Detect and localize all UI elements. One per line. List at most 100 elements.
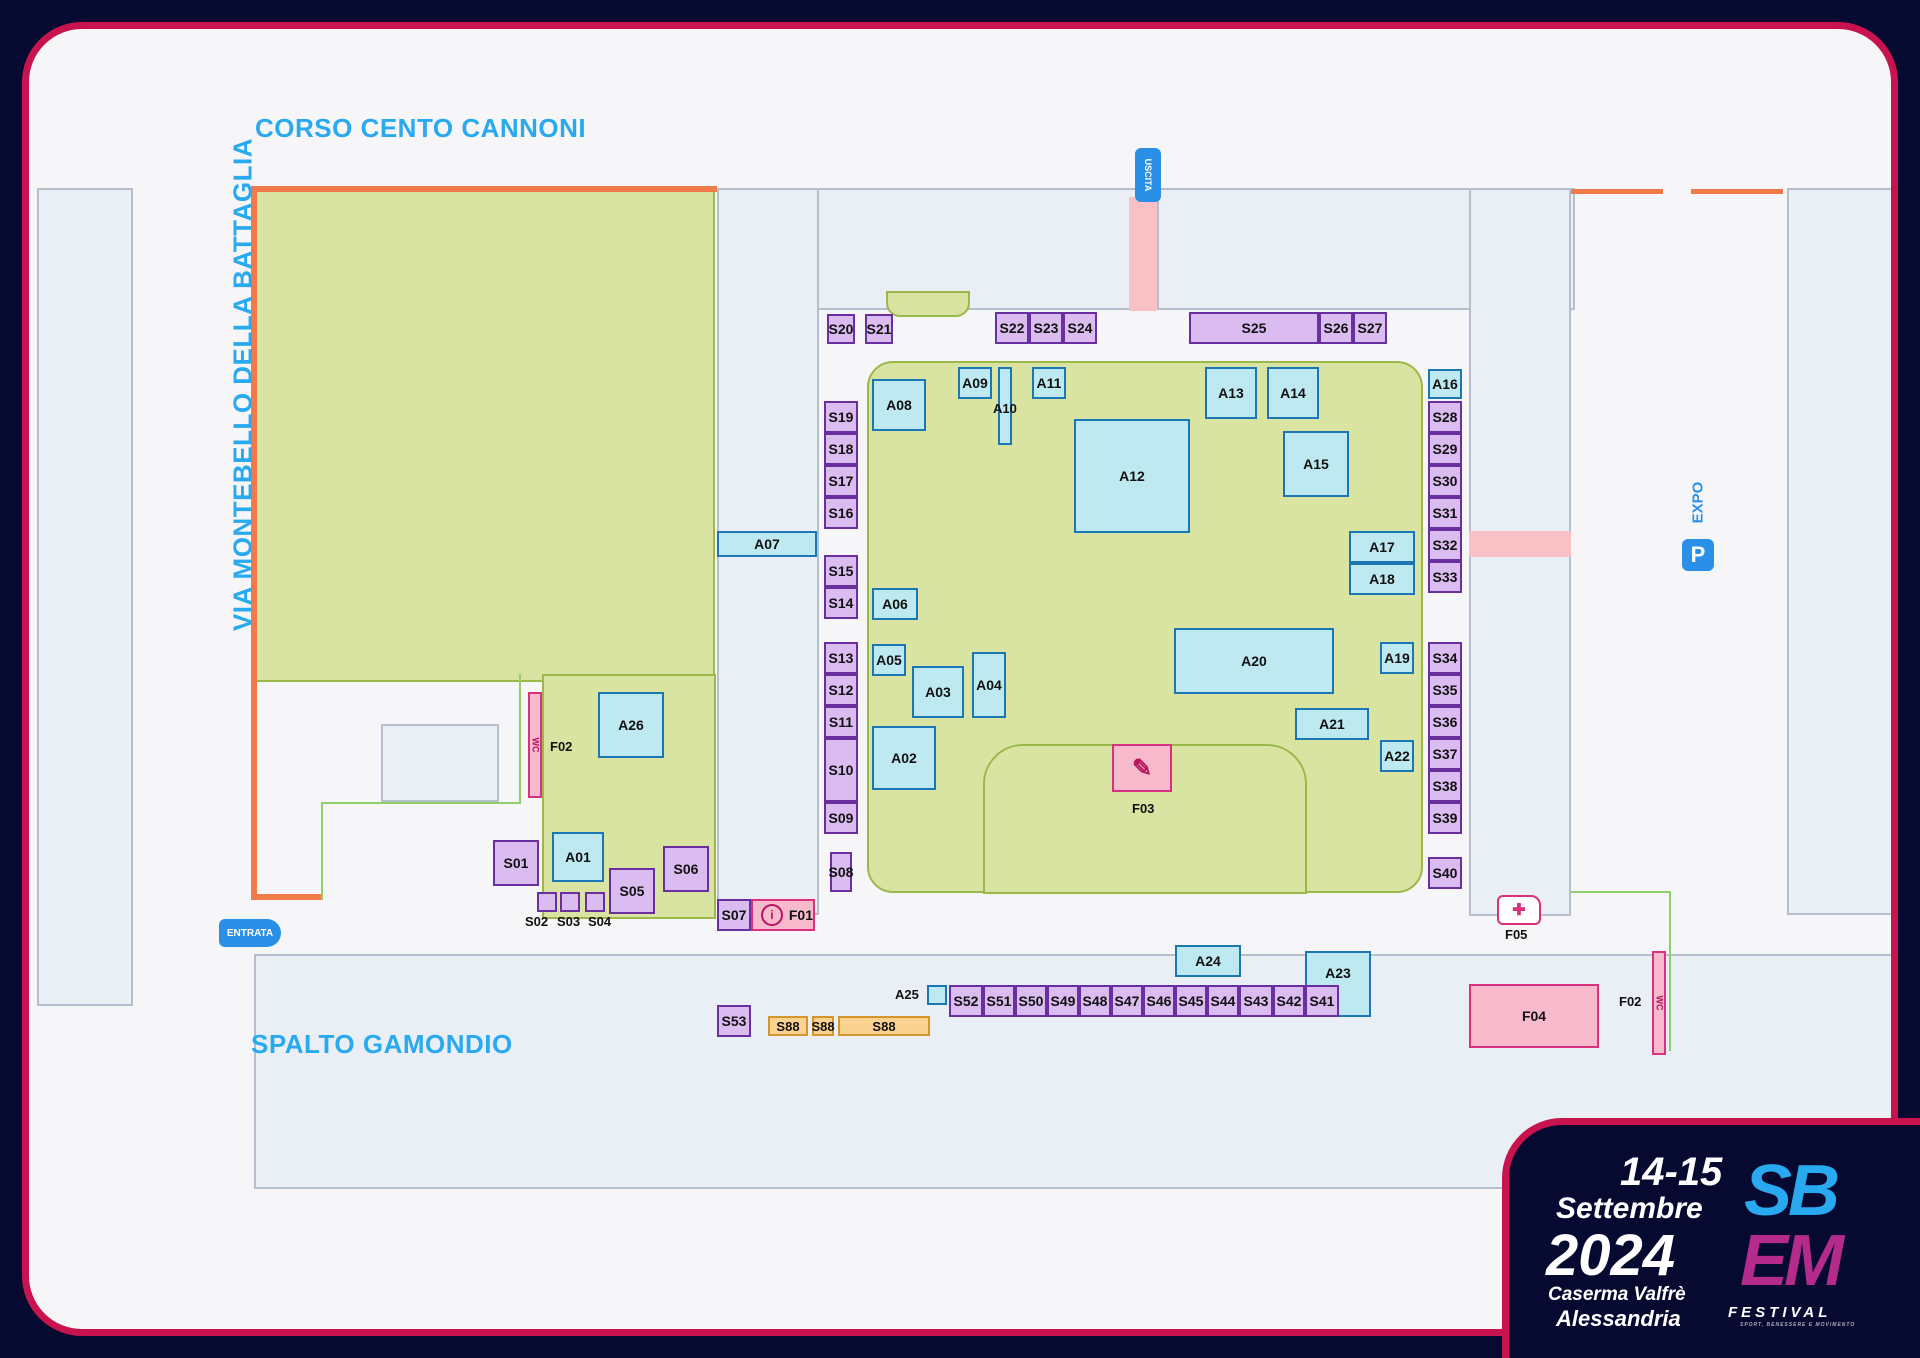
stand-A10[interactable] [998,367,1012,445]
stand-S88[interactable]: S88 [768,1016,808,1036]
facility-F03[interactable]: ✎ [1112,744,1172,792]
stand-A14[interactable]: A14 [1267,367,1319,419]
building-block [37,188,133,1006]
facility-F02-wc[interactable]: WC [1652,951,1666,1055]
stand-A17[interactable]: A17 [1349,531,1415,563]
stand-A10-label: A10 [993,401,1017,416]
stand-S32[interactable]: S32 [1428,529,1462,561]
wc-icon: WC [1654,995,1664,1011]
stand-S12[interactable]: S12 [824,674,858,706]
stand-S02[interactable] [537,892,557,912]
stand-S34[interactable]: S34 [1428,642,1462,674]
stand-S35[interactable]: S35 [1428,674,1462,706]
stand-A01[interactable]: A01 [552,832,604,882]
exit-marker: USCITA [1135,148,1161,202]
stand-S13[interactable]: S13 [824,642,858,674]
stand-S44[interactable]: S44 [1207,985,1239,1017]
microphone-icon: ✎ [1131,754,1153,782]
stand-A24[interactable]: A24 [1175,945,1241,977]
stand-A12[interactable]: A12 [1074,419,1190,533]
stand-S03[interactable] [560,892,580,912]
stand-A05[interactable]: A05 [872,644,906,676]
stand-A13[interactable]: A13 [1205,367,1257,419]
stand-S18[interactable]: S18 [824,433,858,465]
stand-S43[interactable]: S43 [1239,985,1273,1017]
stand-S26[interactable]: S26 [1319,312,1353,344]
stand-S04[interactable] [585,892,605,912]
stand-S25[interactable]: S25 [1189,312,1319,344]
stand-A22[interactable]: A22 [1380,740,1414,772]
street-south: SPALTO GAMONDIO [251,1029,513,1059]
stand-A06[interactable]: A06 [872,588,918,620]
stand-S17[interactable]: S17 [824,465,858,497]
parking-label: EXPO [1689,481,1707,524]
stand-S36[interactable]: S36 [1428,706,1462,738]
stand-S48[interactable]: S48 [1079,985,1111,1017]
stand-S46[interactable]: S46 [1143,985,1175,1017]
stand-S38[interactable]: S38 [1428,770,1462,802]
stand-S28[interactable]: S28 [1428,401,1462,433]
stand-A21[interactable]: A21 [1295,708,1369,740]
stand-A02[interactable]: A02 [872,726,936,790]
stand-S05[interactable]: S05 [609,868,655,914]
stand-A26[interactable]: A26 [598,692,664,758]
stand-A25[interactable] [927,985,947,1005]
stand-S40[interactable]: S40 [1428,857,1462,889]
stand-S14[interactable]: S14 [824,587,858,619]
stand-S27[interactable]: S27 [1353,312,1387,344]
stand-S11[interactable]: S11 [824,706,858,738]
stand-A11[interactable]: A11 [1032,367,1066,399]
stand-A03[interactable]: A03 [912,666,964,718]
logo-festival: FESTIVAL [1728,1304,1832,1321]
stand-S88[interactable]: S88 [838,1016,930,1036]
facility-F01[interactable]: i F01 [751,899,815,931]
stand-S08[interactable]: S08 [829,852,853,892]
facility-F04[interactable]: F04 [1469,984,1599,1048]
stand-S24[interactable]: S24 [1063,312,1097,344]
stand-S47[interactable]: S47 [1111,985,1143,1017]
stand-A20[interactable]: A20 [1174,628,1334,694]
stand-S10[interactable]: S10 [824,738,858,802]
stand-S52[interactable]: S52 [949,985,983,1017]
stand-S49[interactable]: S49 [1047,985,1079,1017]
stand-S50[interactable]: S50 [1015,985,1047,1017]
stand-S06[interactable]: S06 [663,846,709,892]
logo-sb: SB [1744,1151,1840,1231]
street-north: CORSO CENTO CANNONI [255,113,587,143]
stand-A16[interactable]: A16 [1428,369,1462,399]
stand-S42[interactable]: S42 [1273,985,1305,1017]
stand-S29[interactable]: S29 [1428,433,1462,465]
stand-A09[interactable]: A09 [958,367,992,399]
stand-S09[interactable]: S09 [824,802,858,834]
stand-A04[interactable]: A04 [972,652,1006,718]
stand-S41[interactable]: S41 [1305,985,1339,1017]
stand-S30[interactable]: S30 [1428,465,1462,497]
stand-S51[interactable]: S51 [983,985,1015,1017]
stand-A08[interactable]: A08 [872,379,926,431]
stand-A19[interactable]: A19 [1380,642,1414,674]
stand-S53[interactable]: S53 [717,1005,751,1037]
stand-A18[interactable]: A18 [1349,563,1415,595]
stand-A07[interactable]: A07 [717,531,817,557]
stand-S45[interactable]: S45 [1175,985,1207,1017]
stand-S01[interactable]: S01 [493,840,539,886]
stand-S39[interactable]: S39 [1428,802,1462,834]
stand-S31[interactable]: S31 [1428,497,1462,529]
stand-S37[interactable]: S37 [1428,738,1462,770]
stand-S22[interactable]: S22 [995,312,1029,344]
stand-S15[interactable]: S15 [824,555,858,587]
stand-S21[interactable]: S21 [865,314,893,344]
stand-S04-label: S04 [588,914,612,929]
stand-S23[interactable]: S23 [1029,312,1063,344]
stand-S07[interactable]: S07 [717,899,751,931]
path-line [321,802,521,804]
stand-S19[interactable]: S19 [824,401,858,433]
building-block [1469,188,1571,554]
stand-S33[interactable]: S33 [1428,561,1462,593]
stand-A15[interactable]: A15 [1283,431,1349,497]
stand-S16[interactable]: S16 [824,497,858,529]
boundary-line [251,894,321,900]
stand-S88[interactable]: S88 [811,1016,835,1036]
facility-F02-wc[interactable]: WC [528,692,542,798]
stand-S20[interactable]: S20 [827,314,855,344]
